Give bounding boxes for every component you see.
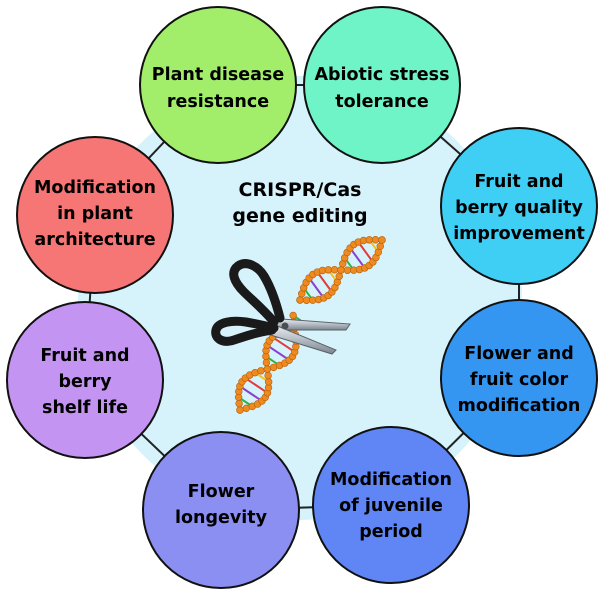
- center-title-line-2: gene editing: [232, 205, 367, 227]
- node-label-line: tolerance: [335, 92, 429, 112]
- dna-backbone-bead: [302, 296, 311, 304]
- dna-backbone-bead: [343, 266, 352, 274]
- scissors-handle-lower: [211, 316, 279, 346]
- dna-backbone-bead: [262, 358, 271, 367]
- node-label-line: in plant: [57, 204, 133, 224]
- scissors-icon: [211, 259, 351, 355]
- dna-backbone-bead: [337, 266, 345, 274]
- dna-base-pair: [239, 385, 263, 402]
- node-flower-fruit-color: Flower and fruit color modification: [440, 299, 598, 457]
- node-juvenile-period: Modification of juvenile period: [312, 426, 470, 584]
- node-label-line: modification: [458, 396, 581, 416]
- dna-base-pair: [357, 241, 374, 263]
- node-label-line: shelf life: [42, 398, 128, 418]
- dna-backbone-bead: [324, 266, 332, 274]
- dna-backbone-bead: [376, 242, 384, 250]
- dna-backbone-bead: [296, 296, 304, 304]
- node-plant-disease-resistance: Plant disease resistance: [139, 6, 297, 164]
- node-label-line: Flower and: [464, 344, 574, 364]
- scissors-handle-upper: [229, 259, 285, 327]
- dna-base-pair: [244, 377, 268, 394]
- node-label-line: Fruit and: [40, 346, 129, 366]
- node-label-line: Plant disease: [152, 65, 285, 85]
- dna-backbone-bead: [335, 272, 343, 280]
- node-label-line: Modification: [330, 470, 452, 490]
- node-label-line: Modification: [34, 178, 156, 198]
- dna-backbone-bead: [378, 236, 386, 244]
- dna-base-pair: [308, 277, 325, 299]
- node-fruit-berry-quality: Fruit and berry quality improvement: [440, 127, 598, 285]
- dna-backbone-bead: [371, 236, 380, 244]
- node-label-line: Abiotic stress: [314, 65, 449, 85]
- dna-backbone-bead: [289, 311, 297, 320]
- scissors-pivot: [281, 322, 289, 330]
- node-plant-architecture: Modification in plant architecture: [16, 136, 174, 294]
- node-label-line: architecture: [34, 230, 155, 250]
- node-label-line: Fruit and: [474, 172, 563, 192]
- dna-backbone-bead: [264, 378, 273, 386]
- dna-backbone-bead: [330, 266, 339, 274]
- application-nodes: Plant disease resistance Abiotic stress …: [6, 6, 598, 589]
- dna-base-pair: [316, 271, 333, 293]
- node-flower-longevity: Flower longevity: [142, 431, 300, 589]
- dna-backbone-bead: [235, 399, 243, 408]
- node-label-line: improvement: [453, 224, 585, 244]
- node-label-line: berry quality: [455, 198, 583, 218]
- node-label-line: Flower: [188, 482, 255, 502]
- node-label-line: of juvenile: [339, 496, 443, 516]
- node-label-line: period: [359, 522, 423, 542]
- dna-base-pair: [272, 336, 296, 353]
- node-label-line: berry: [58, 372, 112, 392]
- node-label-line: longevity: [175, 508, 268, 528]
- node-shelf-life: Fruit and berry shelf life: [6, 301, 164, 459]
- dna-backbone-bead: [365, 236, 373, 244]
- node-label-line: fruit color: [470, 370, 569, 390]
- dna-base-pair: [349, 247, 366, 269]
- dna-backbone-bead: [263, 365, 271, 373]
- dna-backbone-bead: [236, 406, 244, 414]
- dna-base-pair: [266, 344, 290, 361]
- node-label-line: resistance: [167, 92, 269, 112]
- dna-backbone-bead: [264, 371, 272, 380]
- center-title-line-1: CRISPR/Cas: [239, 179, 362, 201]
- node-abiotic-stress-tolerance: Abiotic stress tolerance: [303, 6, 461, 164]
- center-label: CRISPR/Cas gene editing: [232, 179, 367, 227]
- dna-backbone-bead: [257, 367, 265, 375]
